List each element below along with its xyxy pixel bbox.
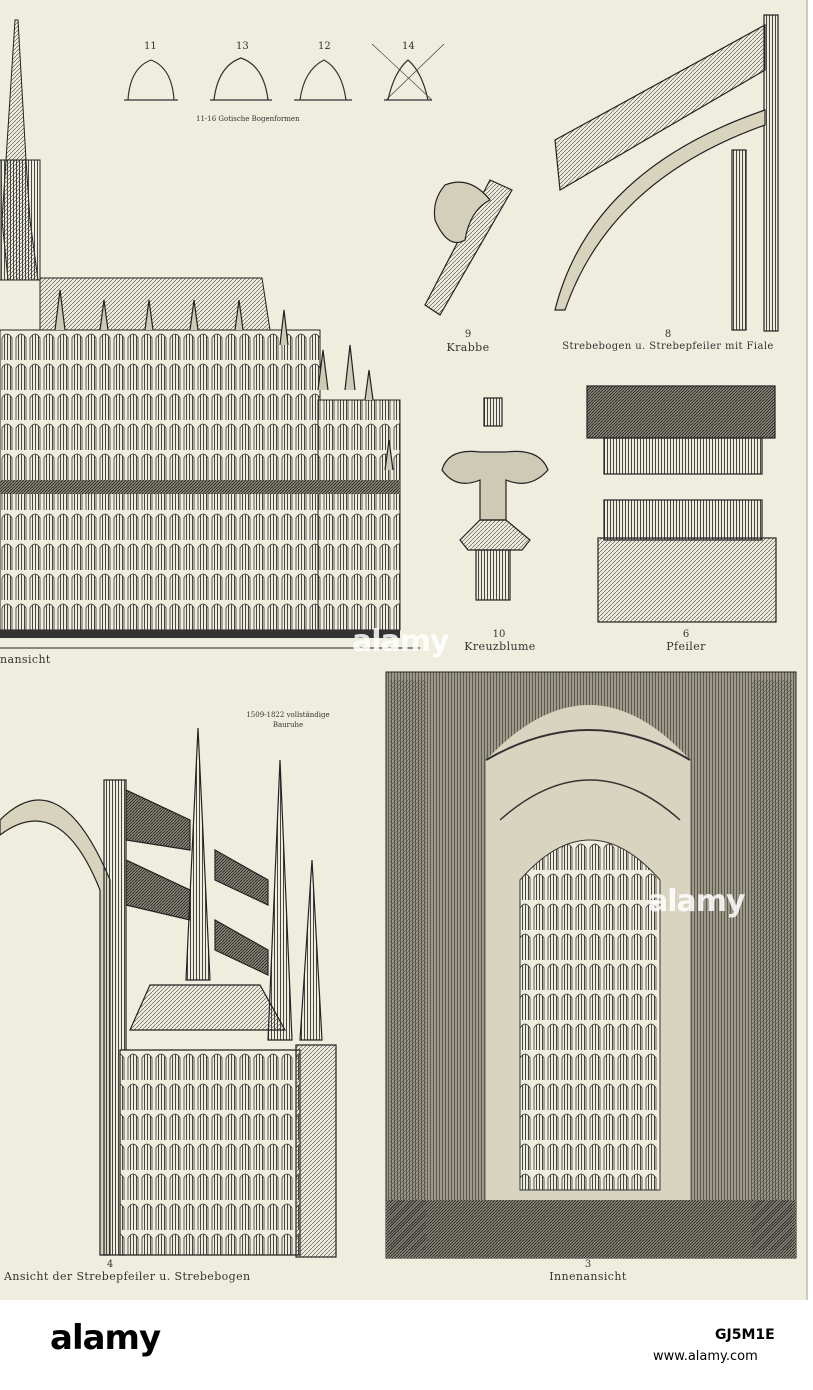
fig8-number: 8 xyxy=(664,329,672,340)
fig10-label: Kreuzblume xyxy=(464,640,536,653)
fig4-label: Ansicht der Strebepfeiler u. Strebebogen xyxy=(4,1270,251,1283)
arch-number-13: 13 xyxy=(236,41,249,52)
engraving-plate: 11 13 12 14 11-16 Gotische Bogenformen 9… xyxy=(0,0,808,1300)
fig6-number: 6 xyxy=(682,629,690,640)
watermark-center: alamy xyxy=(352,624,450,659)
gothic-arch-forms xyxy=(124,43,445,101)
fig3-label: Innenansicht xyxy=(549,1270,627,1283)
arch-number-14: 14 xyxy=(402,41,415,52)
finial-detail xyxy=(441,397,549,601)
crocket-detail xyxy=(424,179,513,316)
fig6-label: Pfeiler xyxy=(666,640,706,653)
arch-number-11: 11 xyxy=(144,41,157,52)
cathedral-interior xyxy=(385,671,797,1259)
arch-caption: 11-16 Gotische Bogenformen xyxy=(196,115,300,123)
fig9-label: Krabbe xyxy=(446,341,490,354)
cathedral-side-elevation xyxy=(0,19,420,649)
pillar-detail xyxy=(586,385,777,623)
flying-buttress-detail xyxy=(554,14,779,332)
engraving-art xyxy=(0,14,797,1259)
site-url-link[interactable]: www.alamy.com xyxy=(653,1349,758,1364)
buttress-section xyxy=(0,727,337,1258)
fig4-number: 4 xyxy=(106,1259,114,1270)
fig9-number: 9 xyxy=(464,329,472,340)
image-id: GJ5M1E xyxy=(715,1327,775,1343)
stock-footer xyxy=(0,1300,813,1390)
alamy-logo[interactable]: alamy xyxy=(50,1318,161,1358)
note-line-1: 1509-1822 vollständige xyxy=(246,711,330,719)
fig8-label: Strebebogen u. Strebepfeiler mit Fiale xyxy=(562,341,774,352)
fig-left-label: nansicht xyxy=(0,653,51,666)
fig3-number: 3 xyxy=(584,1259,592,1270)
arch-number-12: 12 xyxy=(318,41,331,52)
watermark-right: alamy xyxy=(648,884,746,919)
note-line-2: Bauruhe xyxy=(272,721,304,729)
fig10-number: 10 xyxy=(492,629,506,640)
